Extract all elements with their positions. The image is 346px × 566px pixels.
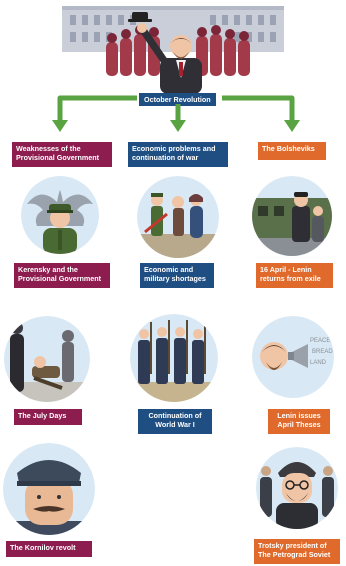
october-revolution-label: October Revolution bbox=[139, 93, 216, 106]
lenin-figure bbox=[128, 12, 202, 94]
label-kornilov: The Kornilov revolt bbox=[6, 541, 92, 557]
heading-economic: Economic problems and continuation of wa… bbox=[128, 142, 228, 167]
label-trotsky: Trotsky president of The Petrograd Sovie… bbox=[254, 539, 340, 564]
april-theses-illustration: PEACE BREAD LAND bbox=[252, 316, 334, 398]
trotsky-illustration bbox=[256, 447, 338, 529]
connector-arrows bbox=[52, 95, 300, 132]
slogan-bread: BREAD bbox=[312, 349, 333, 355]
kerensky-illustration bbox=[21, 176, 99, 254]
label-shortages: Economic and military shortages bbox=[140, 263, 214, 288]
label-july-days: The July Days bbox=[14, 409, 82, 425]
lenin-returns-illustration bbox=[252, 176, 332, 256]
label-ww1: Continuation of World War I bbox=[138, 409, 212, 434]
kornilov-illustration bbox=[3, 443, 95, 535]
arrow-left-head bbox=[52, 120, 68, 132]
shortages-illustration bbox=[137, 176, 219, 258]
heading-bolsheviks: The Bolsheviks bbox=[258, 142, 326, 160]
slogan-peace: PEACE bbox=[310, 338, 330, 344]
label-lenin-returns: 16 April - Lenin returns from exile bbox=[256, 263, 333, 288]
slogan-land: LAND bbox=[310, 360, 327, 366]
label-april-theses: Lenin issues April Theses bbox=[268, 409, 330, 434]
label-kerensky: Kerensky and the Provisional Government bbox=[14, 263, 110, 288]
july-days-illustration bbox=[4, 316, 90, 402]
heading-weaknesses: Weaknesses of the Provisional Government bbox=[12, 142, 112, 167]
arrow-center-head bbox=[170, 120, 186, 132]
arrow-right-head bbox=[284, 120, 300, 132]
top-illustration bbox=[62, 6, 284, 94]
ww1-illustration bbox=[130, 314, 218, 402]
